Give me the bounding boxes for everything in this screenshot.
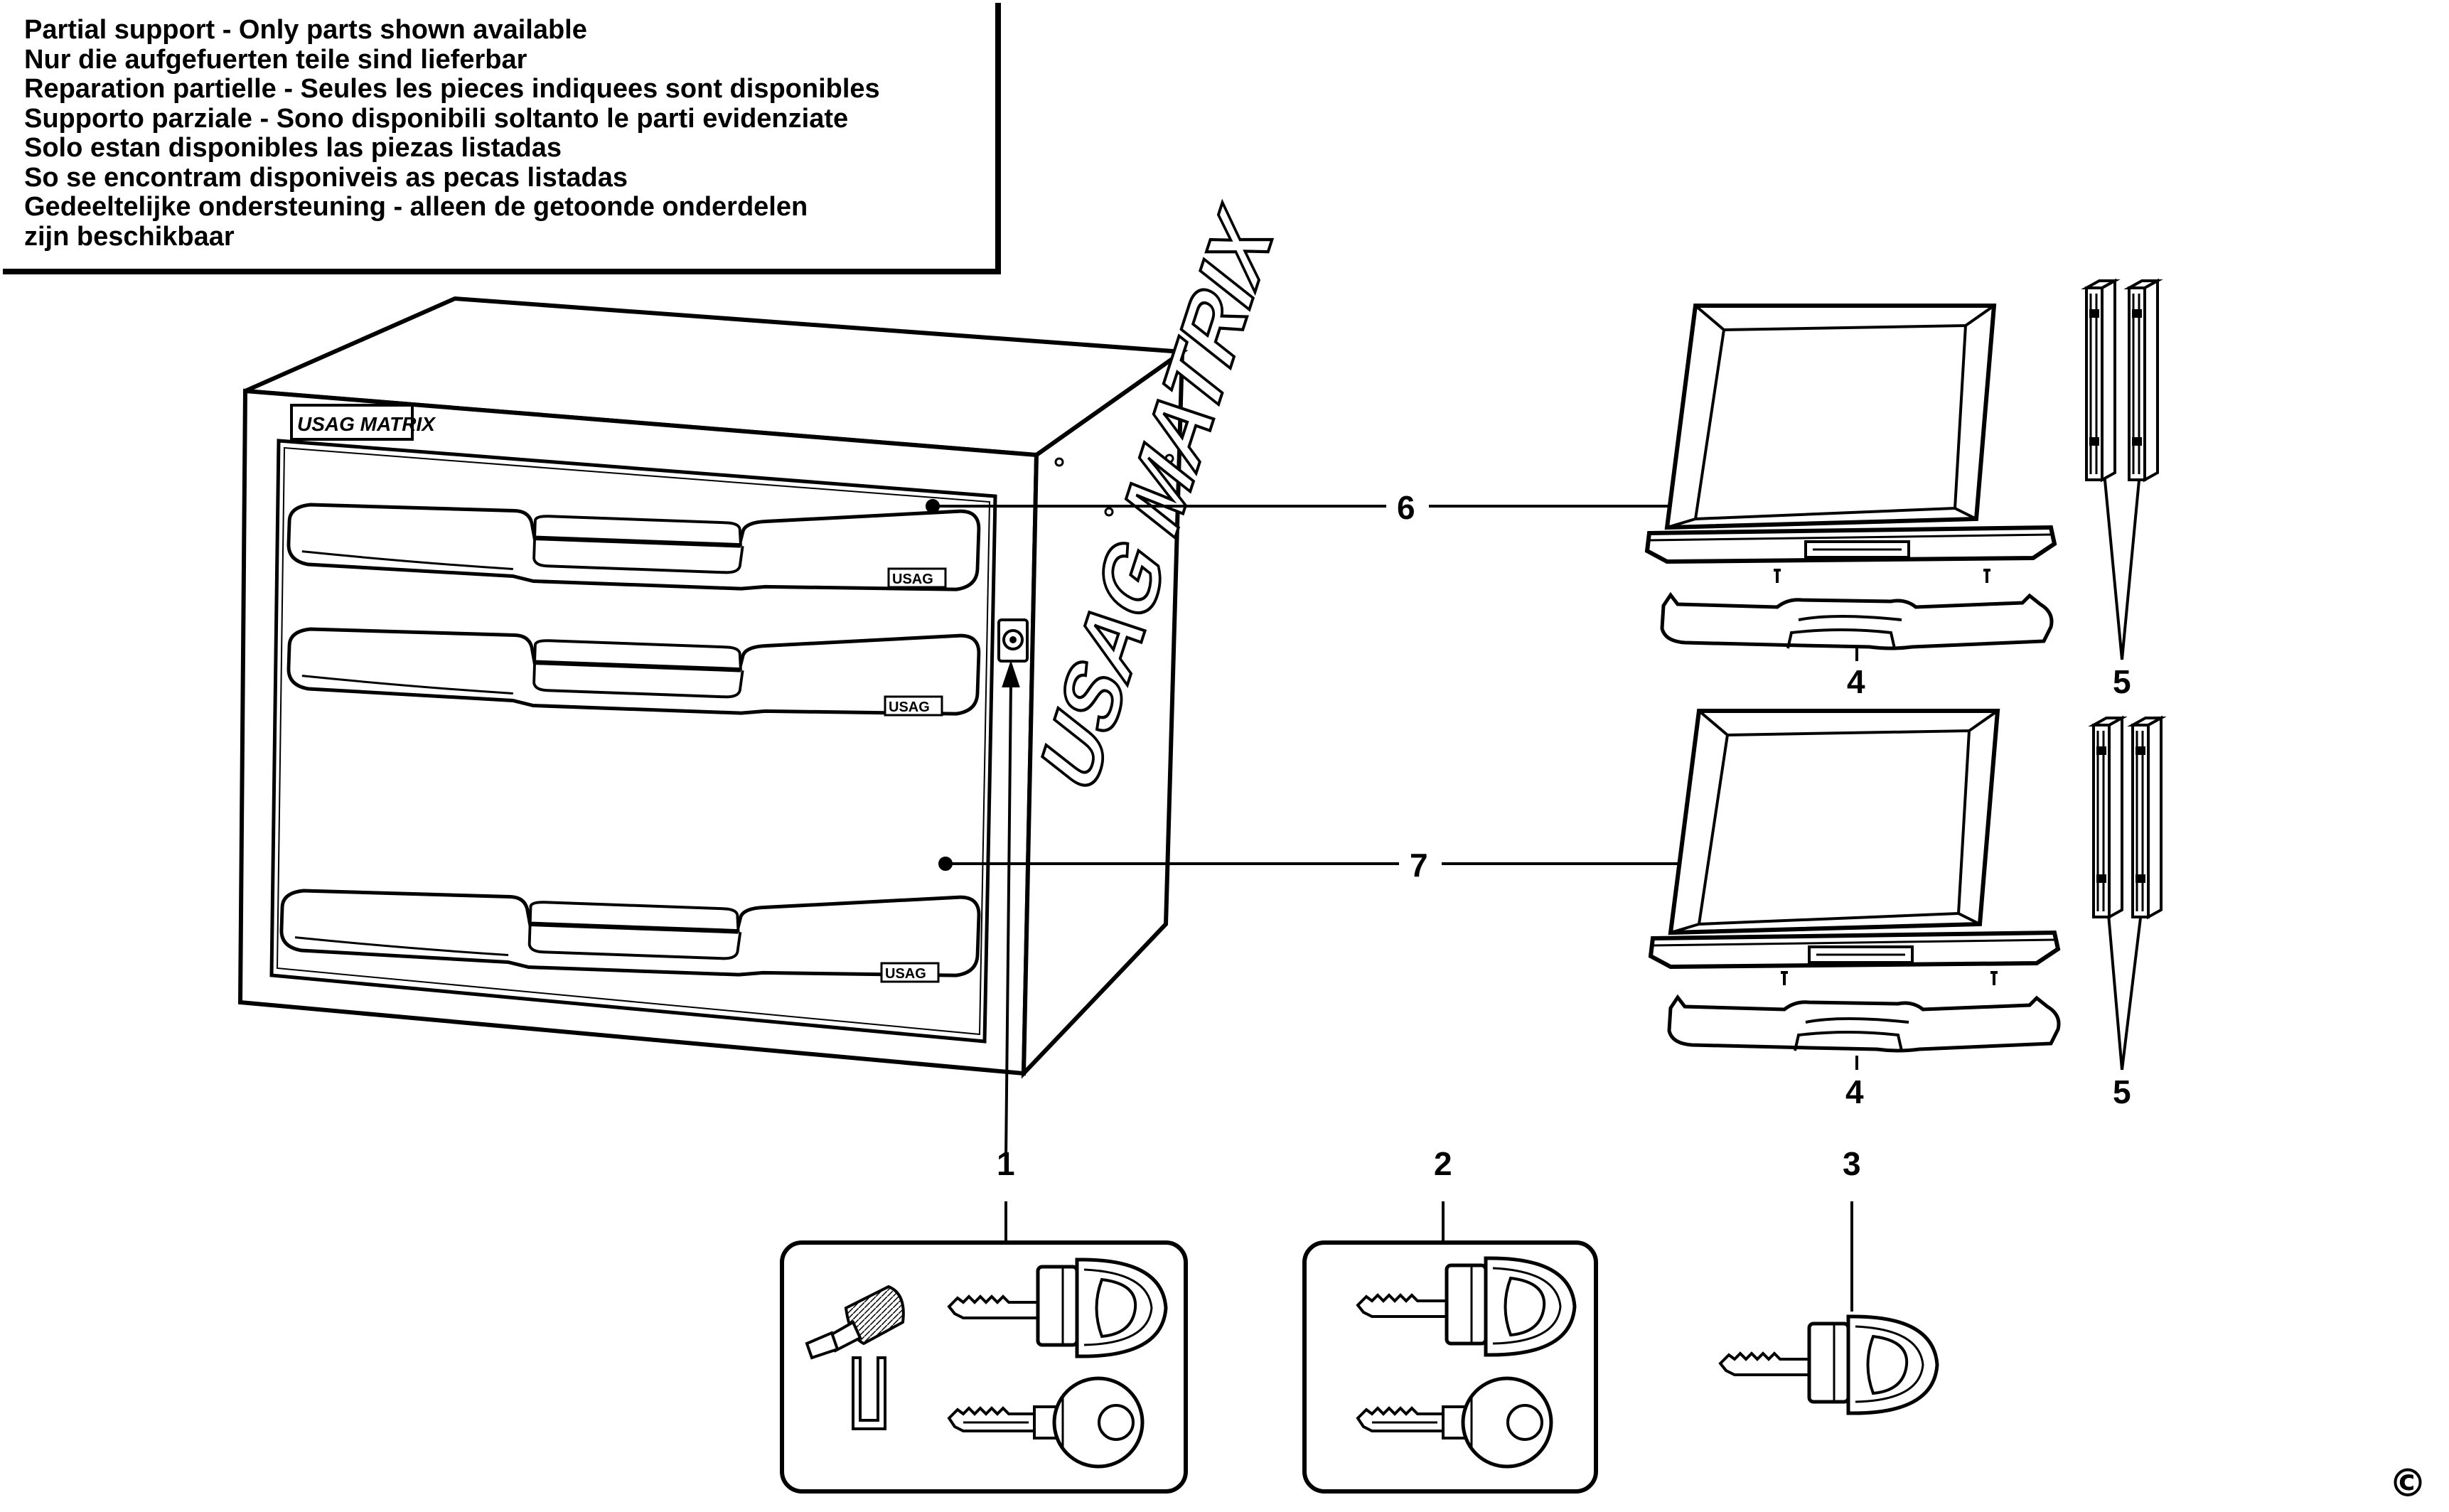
notice-line-nl-cont: zijn beschikbaar (24, 221, 235, 252)
single-key-3 (1720, 1317, 1937, 1413)
lock-retaining-clip (852, 1356, 886, 1430)
callout-5a: 5 (2113, 663, 2131, 700)
callout-4b: 4 (1845, 1073, 1864, 1110)
notice-line-pt: So se encontram disponiveis as pecas lis… (24, 162, 628, 193)
callout-1: 1 (997, 1145, 1015, 1182)
partial-support-notice: Partial support - Only parts shown avail… (3, 3, 1001, 274)
lock-kit-box (780, 1240, 1188, 1494)
callout-4a: 4 (1847, 663, 1865, 700)
notice-line-nl: Gedeeltelijke ondersteuning - alleen de … (24, 192, 808, 222)
drawer-front-handle-4a (1662, 570, 2052, 648)
svg-text:USAG: USAG (885, 966, 926, 982)
drawer-slides-5a (2085, 279, 2159, 481)
notice-line-fr: Reparation partielle - Seules les pieces… (24, 74, 880, 104)
cabinet-lock (997, 618, 1029, 663)
copyright-mark: © (2389, 1461, 2427, 1506)
key-set-box (1302, 1240, 1598, 1494)
callout-2: 2 (1434, 1145, 1452, 1182)
drawer-tray-6 (1647, 306, 2054, 562)
notice-line-es: Solo estan disponibles las piezas listad… (24, 133, 562, 163)
callout-5b: 5 (2113, 1073, 2131, 1110)
cabinet-logo (290, 404, 414, 441)
drawer-badge-3: USAG (880, 962, 940, 983)
notice-line-it: Supporto parziale - Sono disponibili sol… (24, 103, 849, 134)
drawer-front-handle-4b (1669, 972, 2059, 1051)
callout-7: 7 (1410, 847, 1428, 884)
cabinet-logo-text: USAG MATRIX (297, 413, 436, 435)
drawer-badge-1: USAG (887, 567, 947, 589)
notice-line-de: Nur die aufgefuerten teile sind lieferba… (24, 44, 527, 75)
callout-6: 6 (1397, 489, 1415, 526)
drawer-tray-7 (1651, 711, 2058, 967)
svg-text:USAG: USAG (892, 572, 933, 587)
svg-text:USAG: USAG (889, 699, 930, 715)
notice-line-en: Partial support - Only parts shown avail… (24, 15, 587, 45)
callout-3: 3 (1843, 1145, 1861, 1182)
drawer-badge-2: USAG (884, 695, 943, 717)
drawer-slides-5b (2092, 717, 2163, 918)
lock-cylinder (805, 1285, 905, 1360)
tool-cabinet: USAG MATRIX USAG USAG USAG USAG MATRI (237, 192, 1293, 1079)
